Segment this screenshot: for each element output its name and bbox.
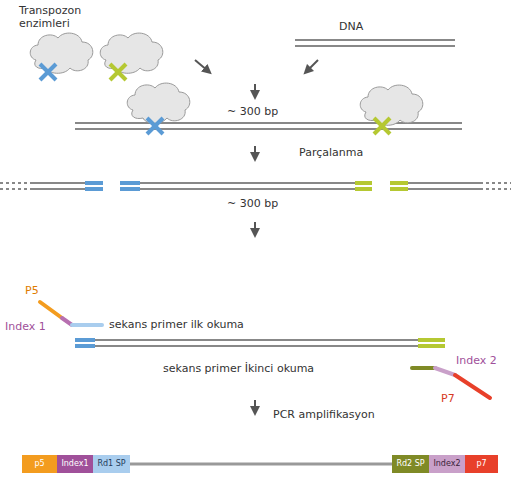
arrow [307, 60, 318, 71]
label: Index 2 [455, 354, 498, 367]
adapter-end-blue [85, 181, 140, 191]
enzyme-blob [127, 83, 190, 123]
arrow [254, 146, 256, 157]
adapter-segment: Index2 [429, 455, 465, 473]
adapter-end-green [418, 338, 445, 348]
adapter-end-blue [75, 338, 95, 348]
label: Parçalanma [298, 146, 364, 159]
segment-label: p7 [476, 459, 486, 469]
label: P7 [440, 392, 456, 405]
segment-label: Rd1 SP [97, 459, 125, 469]
fragment-strand [95, 340, 418, 346]
insert-strand [130, 463, 392, 466]
dna-strand [295, 40, 455, 46]
label: ~ 300 bp [226, 197, 279, 210]
adapter-segment: Rd1 SP [93, 455, 130, 473]
transposon-blue [147, 118, 163, 134]
arrow [254, 84, 256, 95]
label: ~ 300 bp [226, 105, 279, 118]
transposon-green [374, 118, 390, 134]
segment-label: Rd2 SP [396, 459, 424, 469]
arrow [195, 60, 208, 71]
arrow [254, 222, 256, 233]
segment-label: Index1 [61, 459, 88, 469]
transposon-blue [40, 64, 56, 80]
enzyme-blob [360, 85, 423, 125]
primer-1 [40, 302, 102, 325]
adapter-segment: p5 [22, 455, 57, 473]
label: DNA [338, 20, 364, 33]
transposon-green [110, 64, 126, 80]
adapter-segment: p7 [465, 455, 498, 473]
label: sekans primer İkinci okuma [162, 362, 315, 375]
adapter-segment: Rd2 SP [392, 455, 429, 473]
adapter-end-green [355, 181, 408, 191]
enzyme-blob [30, 33, 93, 73]
label: Transpozon enzimleri [18, 4, 94, 30]
enzyme-blob [100, 33, 163, 73]
arrow [254, 400, 256, 411]
adapter-segment: Index1 [57, 455, 93, 473]
label: PCR amplifikasyon [272, 408, 376, 421]
label: sekans primer ilk okuma [108, 318, 245, 331]
segment-label: Index2 [433, 459, 460, 469]
dna-strand [75, 123, 462, 129]
fragment-strand [0, 183, 511, 189]
label: P5 [24, 284, 40, 297]
label: Index 1 [4, 320, 47, 333]
segment-label: p5 [34, 459, 44, 469]
